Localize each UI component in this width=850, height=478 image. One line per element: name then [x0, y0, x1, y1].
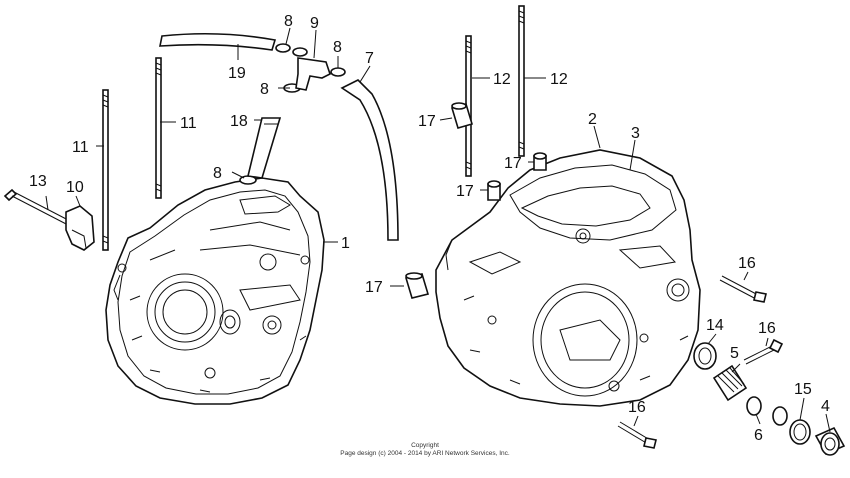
callout-17b: 17 [504, 155, 522, 172]
callout-12a: 12 [493, 71, 511, 88]
callout-10: 10 [66, 179, 84, 196]
part-15-gasket [789, 419, 811, 445]
part-7-breather-hose [340, 79, 399, 241]
callout-17c: 17 [456, 183, 474, 200]
part-6-o-rings [746, 396, 788, 426]
callout-labels: 1 2 3 4 5 6 7 8 8 8 8 9 10 11 11 12 12 1… [29, 13, 830, 444]
part-11-studs [102, 57, 162, 251]
callout-9: 9 [310, 15, 319, 32]
callout-16a: 16 [738, 255, 756, 272]
callout-2: 2 [588, 111, 597, 128]
callout-16b: 16 [758, 320, 776, 337]
callout-5: 5 [730, 345, 739, 362]
callout-19: 19 [228, 65, 246, 82]
part-10-clamp [65, 205, 95, 251]
part-5-oil-strainer [712, 364, 748, 402]
part-18-tube [247, 117, 282, 179]
callout-11a: 11 [72, 139, 89, 156]
callout-15: 15 [794, 381, 812, 398]
callout-7: 7 [365, 50, 374, 67]
callout-4: 4 [821, 398, 830, 415]
callout-17a: 17 [418, 113, 436, 130]
part-13-bolt [3, 188, 73, 227]
callout-8a: 8 [284, 13, 293, 30]
callout-17d: 17 [365, 279, 383, 296]
right-crankcase-half [435, 149, 701, 407]
callout-6: 6 [754, 427, 763, 444]
left-crankcase-half [105, 177, 325, 405]
callout-16c: 16 [628, 399, 646, 416]
callout-8c: 8 [260, 81, 269, 98]
part-19-hose [159, 32, 277, 51]
copyright-line: Copyright [411, 442, 439, 449]
callout-3: 3 [631, 125, 640, 142]
callout-1: 1 [341, 235, 350, 252]
leader-lines [45, 27, 831, 433]
part-17-dowels [404, 102, 547, 299]
callout-13: 13 [29, 173, 47, 190]
part-4-drain-plug [814, 426, 846, 456]
page-design-credit: Page design (c) 2004 - 2014 by ARI Netwo… [340, 450, 510, 457]
callout-18: 18 [230, 113, 248, 130]
callout-8b: 8 [333, 39, 342, 56]
callout-12b: 12 [550, 71, 568, 88]
part-14-oil-seal [693, 342, 717, 370]
part-9-t-fitting [295, 57, 331, 91]
callout-11b: 11 [180, 115, 197, 132]
callout-8d: 8 [213, 165, 222, 182]
callout-14: 14 [706, 317, 724, 334]
part-12-studs [465, 5, 525, 177]
part-16-bolts [617, 275, 784, 449]
